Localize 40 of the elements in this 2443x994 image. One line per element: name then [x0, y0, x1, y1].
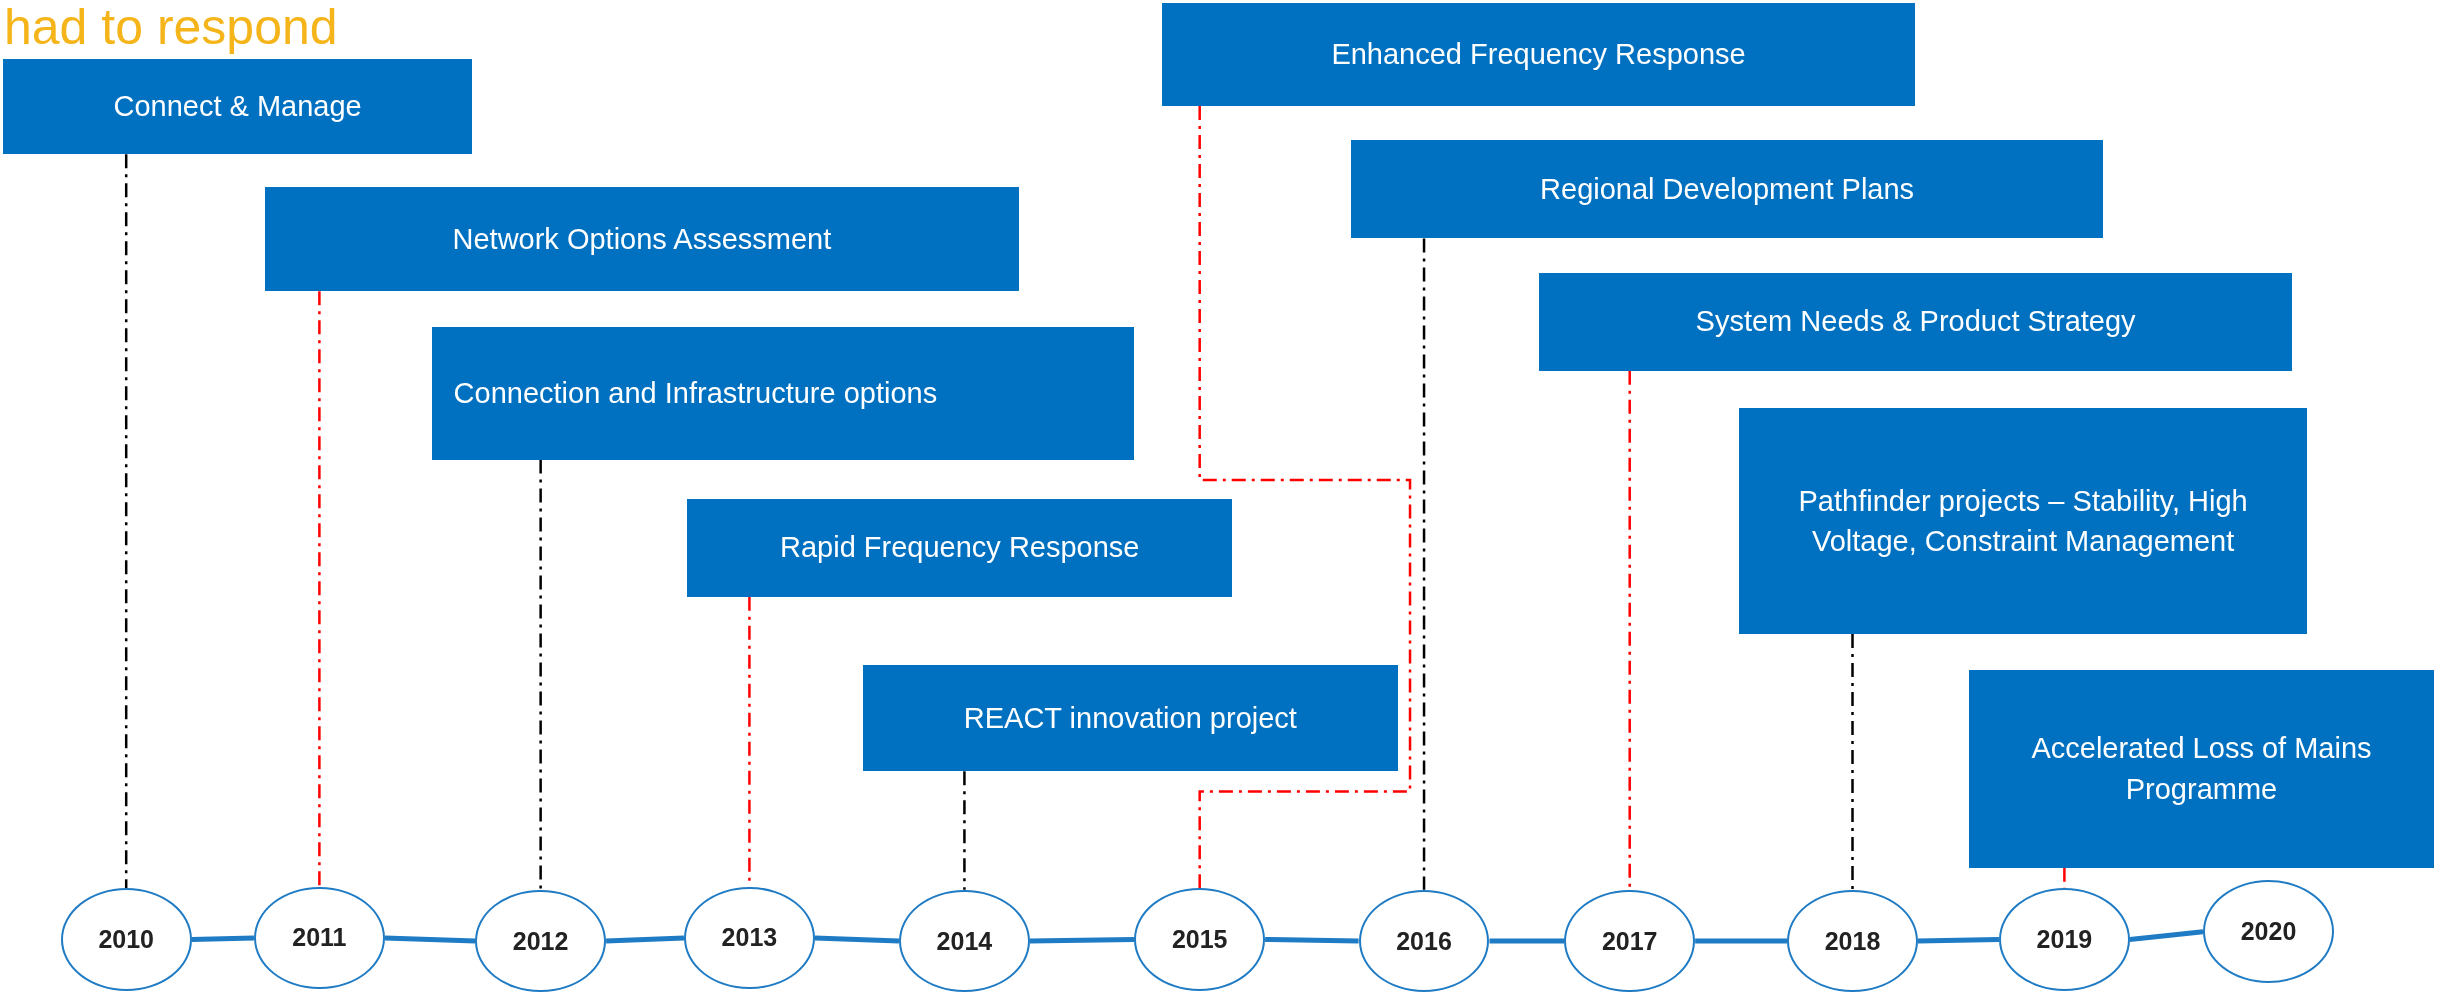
timeline-segment [384, 935, 476, 944]
timeline-segment [1917, 937, 1999, 944]
milestone-box: Pathfinder projects – Stability, High Voltage, Constraint Management [1738, 408, 2308, 635]
year-ellipse: 2015 [1134, 888, 1266, 991]
connector-line [124, 154, 128, 889]
year-ellipse: 2011 [253, 886, 385, 990]
year-ellipse: 2014 [899, 889, 1030, 993]
timeline-segment [814, 935, 900, 944]
title-text: had to respond [4, 2, 338, 52]
connector-line [963, 771, 966, 890]
milestone-box: Connect & Manage [3, 59, 473, 155]
timeline-segment [1489, 938, 1565, 944]
connector-line [1851, 634, 1854, 890]
connector-line [1628, 370, 1631, 890]
year-ellipse: 2013 [683, 886, 815, 990]
year-ellipse: 2017 [1564, 889, 1696, 993]
year-ellipse: 2018 [1787, 889, 1918, 993]
milestone-box: System Needs & Product Strategy [1539, 272, 2292, 371]
connector-line [318, 291, 321, 887]
connector-line [539, 459, 542, 890]
year-ellipse: 2016 [1358, 889, 1490, 993]
year-ellipse: 2020 [2203, 880, 2334, 984]
year-ellipse: 2012 [475, 889, 607, 993]
timeline-segment [605, 935, 685, 944]
milestone-box: Connection and Infrastructure options [431, 327, 1135, 460]
timeline-segment [1029, 937, 1135, 944]
milestone-box: Regional Development Plans [1350, 140, 2104, 239]
milestone-box: Enhanced Frequency Response [1162, 3, 1915, 106]
timeline-segment [191, 935, 254, 942]
milestone-box: Network Options Assessment [264, 186, 1019, 292]
milestone-box: REACT innovation project [863, 665, 1398, 772]
timeline-segment [2129, 929, 2204, 942]
connector-line [1198, 105, 1412, 889]
timeline-segment [1695, 938, 1788, 944]
milestone-box: Accelerated Loss of Mains Programme [1969, 669, 2434, 868]
connector-line [1422, 238, 1426, 890]
year-ellipse: 2019 [1998, 888, 2130, 991]
year-ellipse: 2010 [60, 888, 192, 991]
milestone-box: Rapid Frequency Response [687, 498, 1233, 597]
timeline-segment [1265, 937, 1359, 944]
